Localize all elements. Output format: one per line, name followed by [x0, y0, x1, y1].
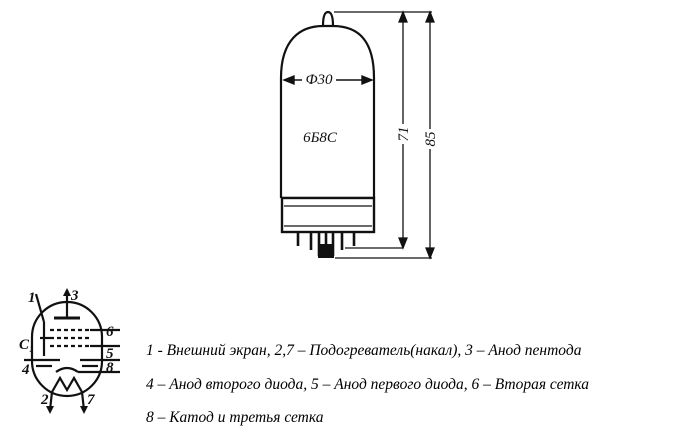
model-label: 6Б8С	[303, 130, 338, 146]
legend-line-3: 8 – Катод и третья сетка	[146, 409, 324, 426]
pin-label-3: 3	[70, 288, 79, 304]
tube-outline	[279, 10, 376, 200]
height-label-85: 85	[423, 131, 439, 147]
pin-label-1: 1	[28, 290, 36, 306]
pin-label-8: 8	[106, 360, 114, 376]
extension-lines	[334, 11, 432, 259]
pin-label-5: 5	[106, 346, 114, 362]
pin-label-4: 4	[21, 362, 30, 378]
tube-base	[280, 196, 376, 234]
tube-schematic	[24, 290, 120, 411]
pin-label-c1: C₁	[19, 337, 34, 353]
schematic-arrows	[46, 288, 88, 414]
pin-label-2: 2	[40, 392, 49, 408]
legend-line-1: 1 - Внешний экран, 2,7 – Подогреватель(н…	[146, 342, 582, 359]
diameter-dimension	[282, 74, 374, 86]
diameter-label: Ф30	[305, 72, 333, 88]
pin-label-6: 6	[106, 324, 114, 340]
legend-line-2: 4 – Анод второго диода, 5 – Анод первого…	[146, 376, 590, 393]
key-post	[318, 244, 334, 258]
height-label-71: 71	[396, 127, 412, 142]
pin-label-7: 7	[87, 392, 95, 408]
